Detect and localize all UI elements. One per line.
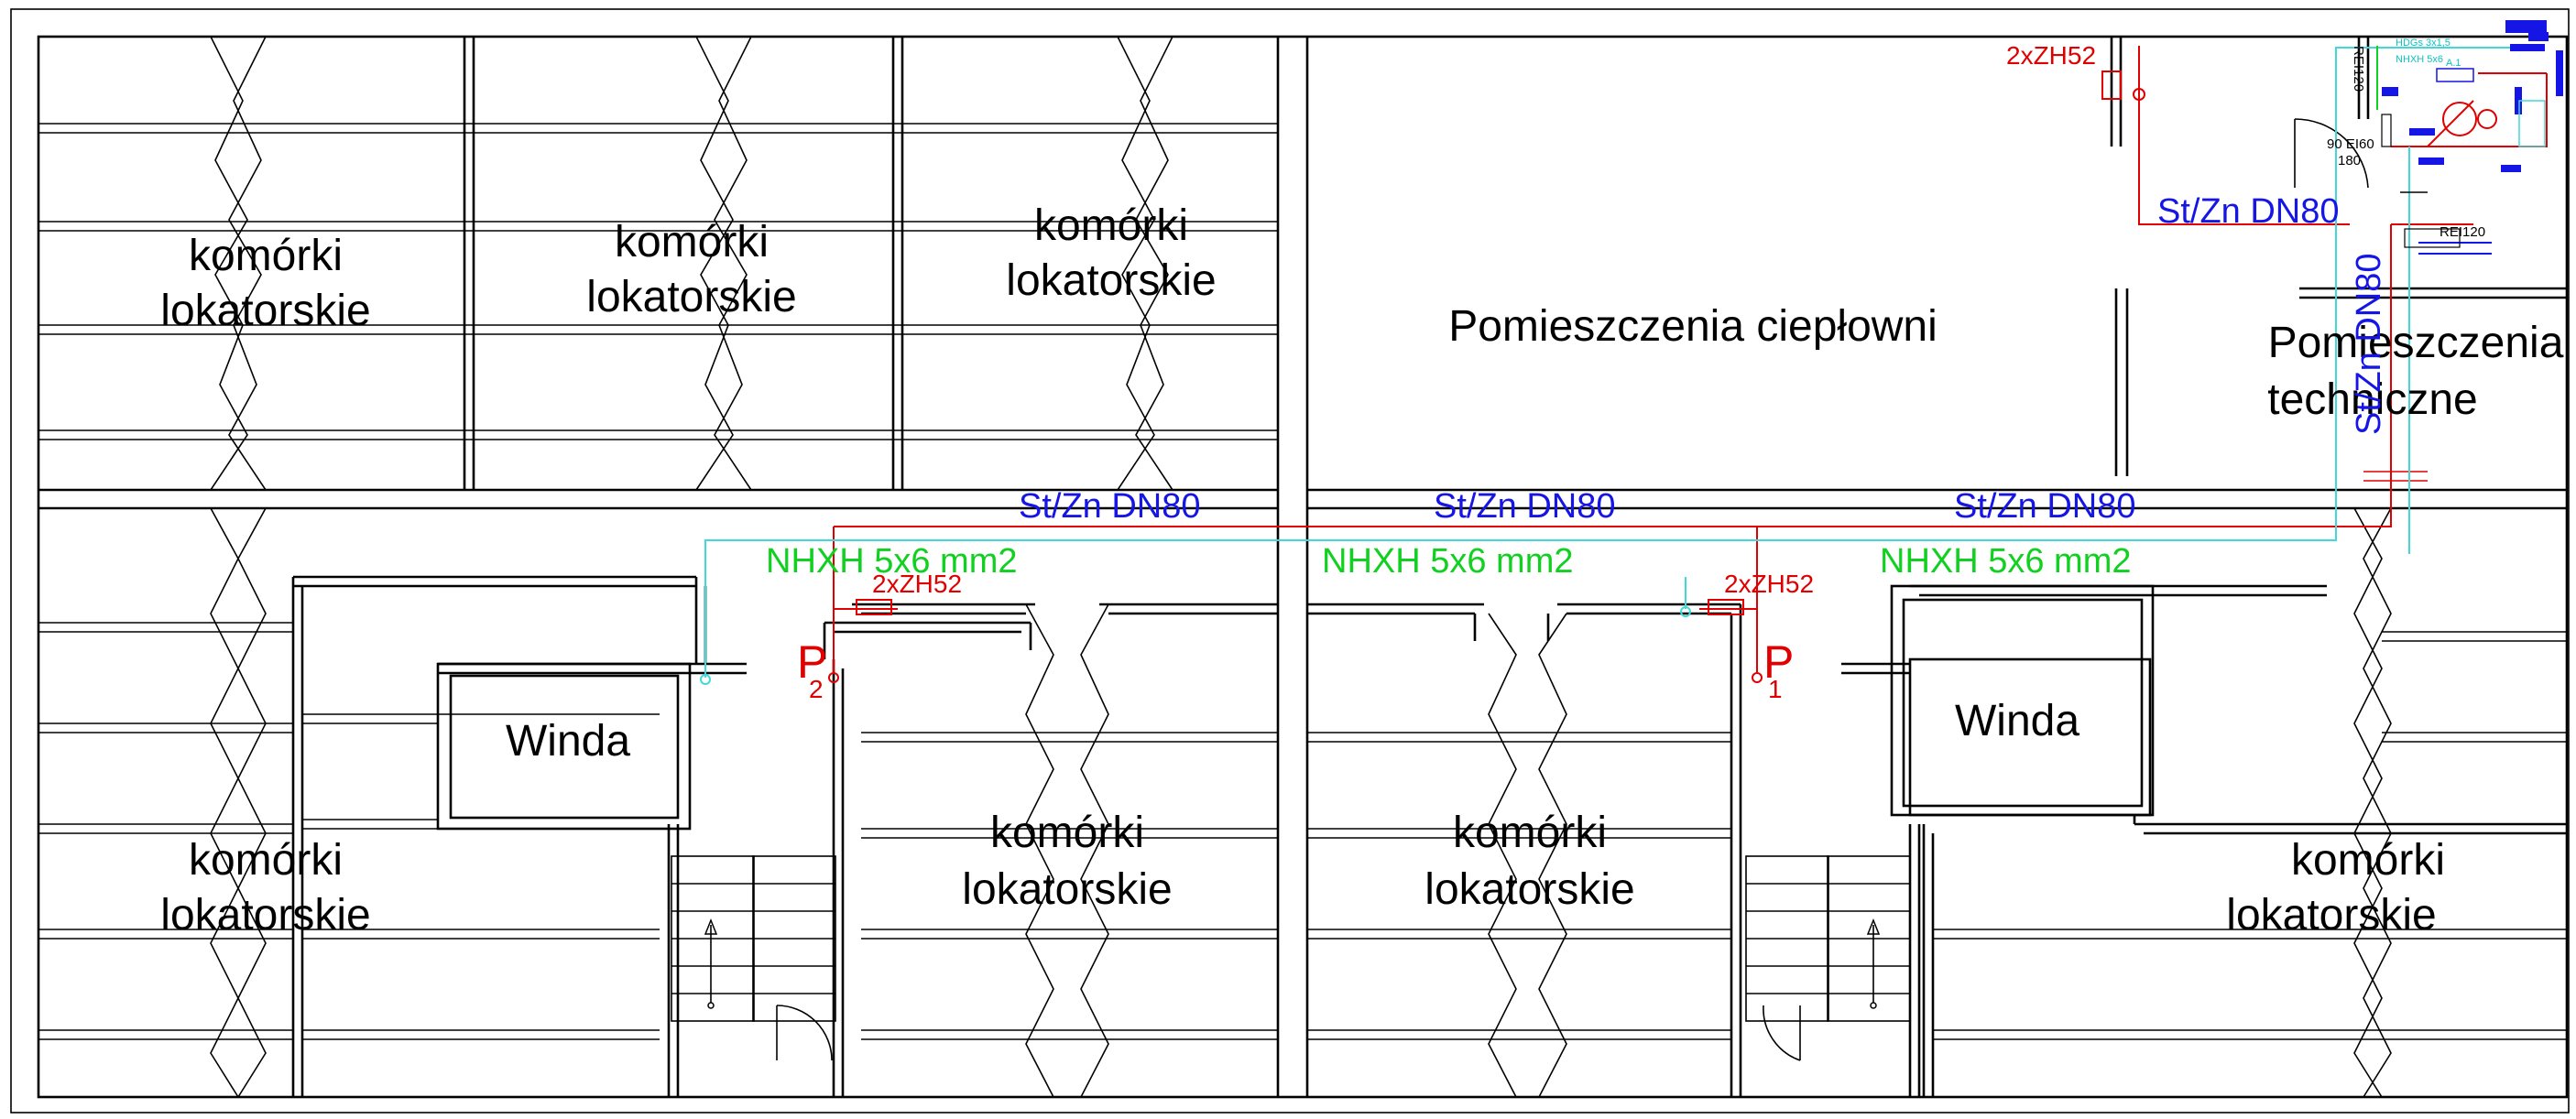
mark-small-cyan-2: NHXH 5x6 — [2396, 54, 2443, 65]
lower-floor-walls — [291, 507, 2567, 1098]
room-label-cells-bottom-left: komórki — [189, 836, 343, 885]
storage-block-top — [38, 36, 1309, 1097]
device-label-zh52-top: 2xZH52 — [2006, 41, 2096, 70]
room-label-technical: Pomieszczenia — [2268, 319, 2564, 367]
pipe-label-dn80-right: St/Zn DN80 — [1954, 487, 2136, 526]
room-label-cells-top-left: komórki — [189, 232, 343, 280]
room-label-elevator-right: Winda — [1955, 697, 2079, 745]
pipe-label-dn80-middle: St/Zn DN80 — [1434, 487, 1616, 526]
device-label-p1: P — [1763, 636, 1794, 688]
device-label-zh52-left: 2xZH52 — [872, 570, 962, 598]
mark-rei120-vertical: REI120 — [2351, 46, 2366, 92]
boiler-room-walls — [1307, 37, 2567, 510]
room-label-cells-bottom-right: komórki — [2291, 836, 2445, 885]
cable-label-nhxh-middle: NHXH 5x6 mm2 — [1322, 542, 1574, 581]
room-label-cells-top-middle-2: lokatorskie — [586, 273, 796, 321]
room-label-cells-top-right-2: lokatorskie — [1006, 256, 1216, 305]
room-label-cells-top-right: komórki — [1034, 201, 1188, 250]
cable-label-nhxh-right: NHXH 5x6 mm2 — [1880, 542, 2132, 581]
room-label-cells-bottom-left-2: lokatorskie — [160, 891, 370, 940]
boiler-equipment — [2376, 20, 2563, 248]
room-label-elevator-left: Winda — [506, 717, 630, 766]
room-label-cells-bottom-right-2: lokatorskie — [2226, 891, 2436, 940]
room-label-boiler: Pomieszczenia ciepłowni — [1448, 302, 1937, 351]
pipe-network — [828, 46, 2548, 683]
cable-label-nhxh-left: NHXH 5x6 mm2 — [766, 542, 1018, 581]
room-label-cells-bottom-mid-left: komórki — [990, 809, 1144, 857]
mark-door-180: 180 — [2338, 153, 2361, 168]
pipe-label-dn80-top: St/Zn DN80 — [2157, 192, 2340, 231]
device-label-p2-index: 2 — [809, 675, 824, 703]
pipe-label-dn80-left: St/Zn DN80 — [1019, 487, 1201, 526]
room-label-cells-top-middle: komórki — [615, 218, 769, 266]
mark-ei60: 90 EI60 — [2327, 136, 2374, 152]
outer-frame — [10, 8, 2570, 1114]
mark-panel-a1: A.1 — [2446, 58, 2461, 69]
room-labels: komórki lokatorskie komórki lokatorskie … — [160, 201, 2563, 940]
cable-network — [700, 47, 2528, 685]
stair-arrows — [704, 918, 1881, 1009]
mark-small-cyan-1: HDGs 3x1,5 — [2396, 38, 2450, 49]
device-label-p2: P — [797, 636, 827, 688]
lower-left-walls — [38, 507, 660, 1098]
mark-rei120-horizontal: REI120 — [2440, 224, 2485, 240]
device-labels: 2xZH52 2xZH52 2xZH52 P 2 P 1 — [797, 41, 2096, 703]
installation-labels: St/Zn DN80 St/Zn DN80 St/Zn DN80 St/Zn D… — [766, 192, 2388, 581]
room-label-cells-top-left-2: lokatorskie — [160, 287, 370, 335]
room-label-cells-bottom-mid-left-2: lokatorskie — [962, 865, 1172, 914]
building-outline — [37, 35, 2569, 1099]
room-label-technical-2: techniczne — [2267, 375, 2477, 424]
pipe-label-dn80-vertical: St/Zn DN80 — [2350, 253, 2388, 435]
room-label-cells-bottom-mid-right-2: lokatorskie — [1424, 865, 1634, 914]
technical-marks: REI120 90 EI60 180 REI120 A.1 HDGs 3x1,5… — [2327, 38, 2485, 240]
room-label-cells-bottom-mid-right: komórki — [1453, 809, 1607, 857]
device-label-zh52-right: 2xZH52 — [1724, 570, 1814, 598]
device-label-p1-index: 1 — [1768, 675, 1783, 703]
